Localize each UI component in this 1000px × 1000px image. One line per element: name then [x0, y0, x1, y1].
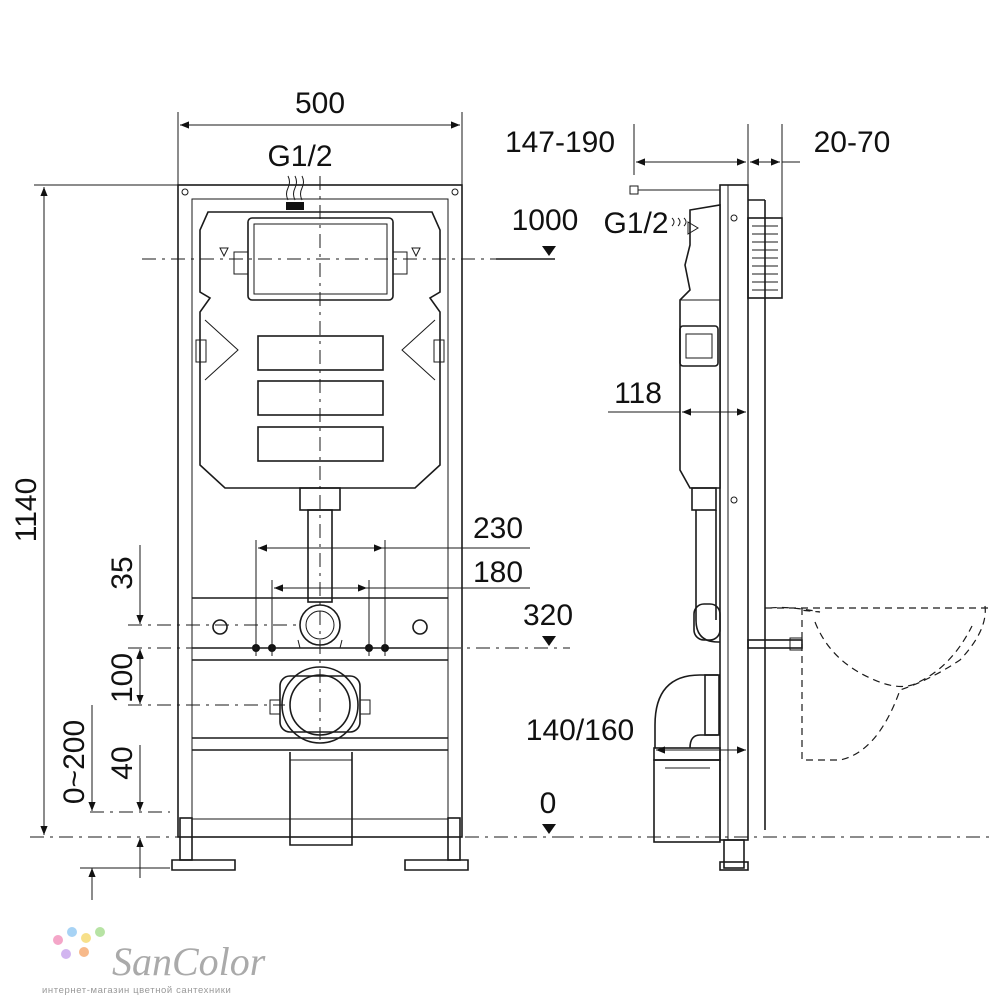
left-foot [171, 859, 236, 871]
side-inlet-label: G1/2 [603, 207, 668, 240]
offset-35-label: 35 [106, 556, 139, 589]
logo-dots [53, 927, 105, 959]
floor-label: 0 [540, 787, 557, 820]
side-waste-bend [654, 674, 718, 749]
flush-connection [299, 604, 341, 646]
outer-spacing-label: 230 [473, 512, 523, 545]
toilet-bowl-outline [765, 605, 990, 761]
brand-tagline: интернет-магазин цветной сантехники [42, 985, 231, 996]
logo-dot [81, 933, 91, 943]
cistern-height-label: 1000 [512, 204, 579, 237]
brand-name: SanColor [112, 939, 266, 984]
offset-100-label: 100 [106, 653, 139, 703]
width-label: 500 [295, 87, 345, 120]
drain-label: 140/160 [526, 714, 634, 747]
cistern-panel-bottom [257, 426, 384, 462]
watermark: SanColor интернет-магазин цветной сантех… [42, 927, 266, 996]
wall-gap-label: 20-70 [814, 126, 891, 159]
logo-dot [95, 927, 105, 937]
frame-depth-label: 147-190 [505, 126, 615, 159]
flush-plate-side [747, 217, 783, 299]
side-view: 147-190 20-70 G1/2 [505, 124, 990, 871]
right-foot [404, 859, 469, 871]
leg-adjust-label: 0~200 [58, 720, 91, 804]
logo-dot [79, 947, 89, 957]
logo-dot [67, 927, 77, 937]
offset-40-label: 40 [106, 746, 139, 779]
side-flush-pipe [695, 510, 720, 643]
height-label: 1140 [10, 478, 43, 543]
bolt-height-label: 320 [523, 599, 573, 632]
logo-dot [61, 949, 71, 959]
front-view: 500 G1/2 1000 [10, 87, 578, 900]
side-frame-profile [719, 184, 749, 841]
inner-spacing-label: 180 [473, 556, 523, 589]
front-inlet-label: G1/2 [267, 140, 332, 173]
logo-dot [53, 935, 63, 945]
cistern-depth-label: 118 [614, 377, 662, 410]
drain-pipe [289, 752, 353, 846]
cistern-side-body [679, 204, 721, 489]
